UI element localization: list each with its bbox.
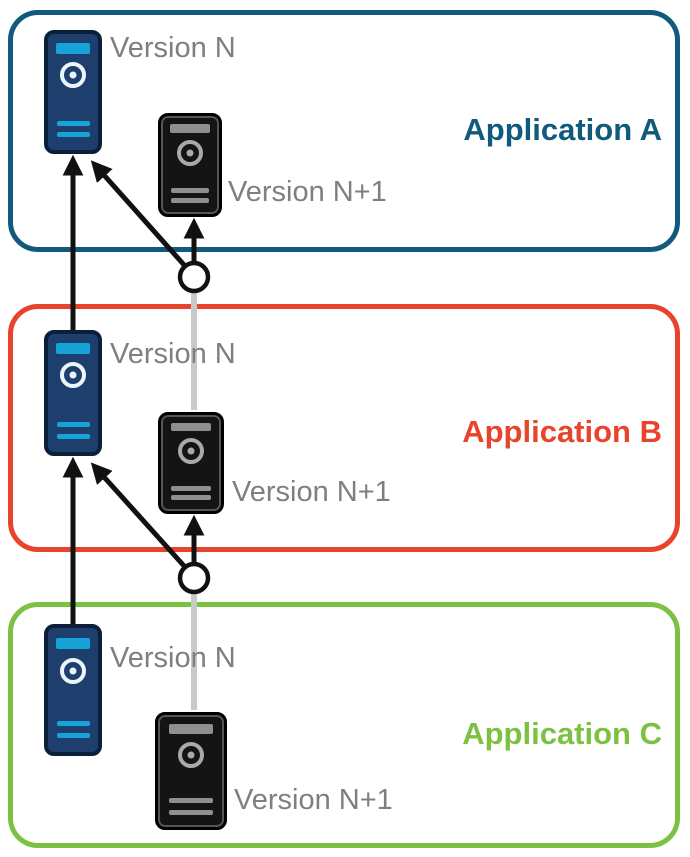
- application-b-label: Application B: [462, 414, 662, 449]
- server-slot-line: [56, 132, 90, 138]
- version-n1-label-c: Version N+1: [234, 784, 393, 816]
- server-slot-line: [56, 733, 90, 739]
- server-tower-icon-b-version-n1: [158, 412, 224, 514]
- server-slot-line: [171, 495, 211, 501]
- version-n1-label-a: Version N+1: [228, 176, 387, 208]
- server-power-button-icon: [60, 362, 86, 389]
- server-tower-icon-b-version-n: [44, 330, 102, 456]
- server-power-button-icon: [177, 139, 203, 166]
- server-slot-line: [170, 198, 210, 204]
- server-topbar: [170, 422, 212, 432]
- server-topbar: [56, 637, 90, 650]
- server-slot-line: [56, 720, 90, 726]
- server-topbar: [56, 343, 90, 355]
- server-power-dot: [69, 371, 77, 379]
- server-power-dot: [187, 751, 195, 759]
- server-power-button-icon: [60, 657, 86, 684]
- junction-circle-b-c: [177, 561, 211, 595]
- version-n-label-b: Version N: [110, 338, 236, 370]
- server-tower-icon-a-version-n1: [158, 113, 222, 217]
- junction-circle-a-b: [177, 260, 211, 294]
- server-slot-line: [56, 422, 90, 428]
- server-tower-icon-a-version-n: [44, 30, 102, 154]
- server-power-dot: [69, 667, 77, 675]
- server-power-dot: [186, 149, 194, 157]
- server-power-dot: [187, 447, 195, 455]
- server-topbar: [170, 123, 210, 133]
- version-n1-label-b: Version N+1: [232, 476, 391, 508]
- application-a-label: Application A: [463, 112, 662, 147]
- server-slot-line: [56, 434, 90, 440]
- server-topbar: [56, 43, 90, 54]
- application-c-label: Application C: [462, 716, 662, 751]
- server-power-button-icon: [178, 741, 204, 768]
- application-c-box: [8, 602, 680, 848]
- server-slot-line: [171, 485, 211, 491]
- server-tower-icon-c-version-n1: [155, 712, 227, 830]
- server-tower-icon-c-version-n: [44, 624, 102, 756]
- server-power-dot: [69, 71, 77, 79]
- server-slot-line: [56, 120, 90, 126]
- server-slot-line: [169, 798, 213, 804]
- server-power-button-icon: [60, 61, 86, 88]
- server-slot-line: [170, 188, 210, 194]
- server-power-button-icon: [178, 438, 204, 465]
- version-n-label-c: Version N: [110, 642, 236, 674]
- server-slot-line: [169, 809, 213, 815]
- version-n-label-a: Version N: [110, 32, 236, 64]
- server-topbar: [168, 723, 214, 735]
